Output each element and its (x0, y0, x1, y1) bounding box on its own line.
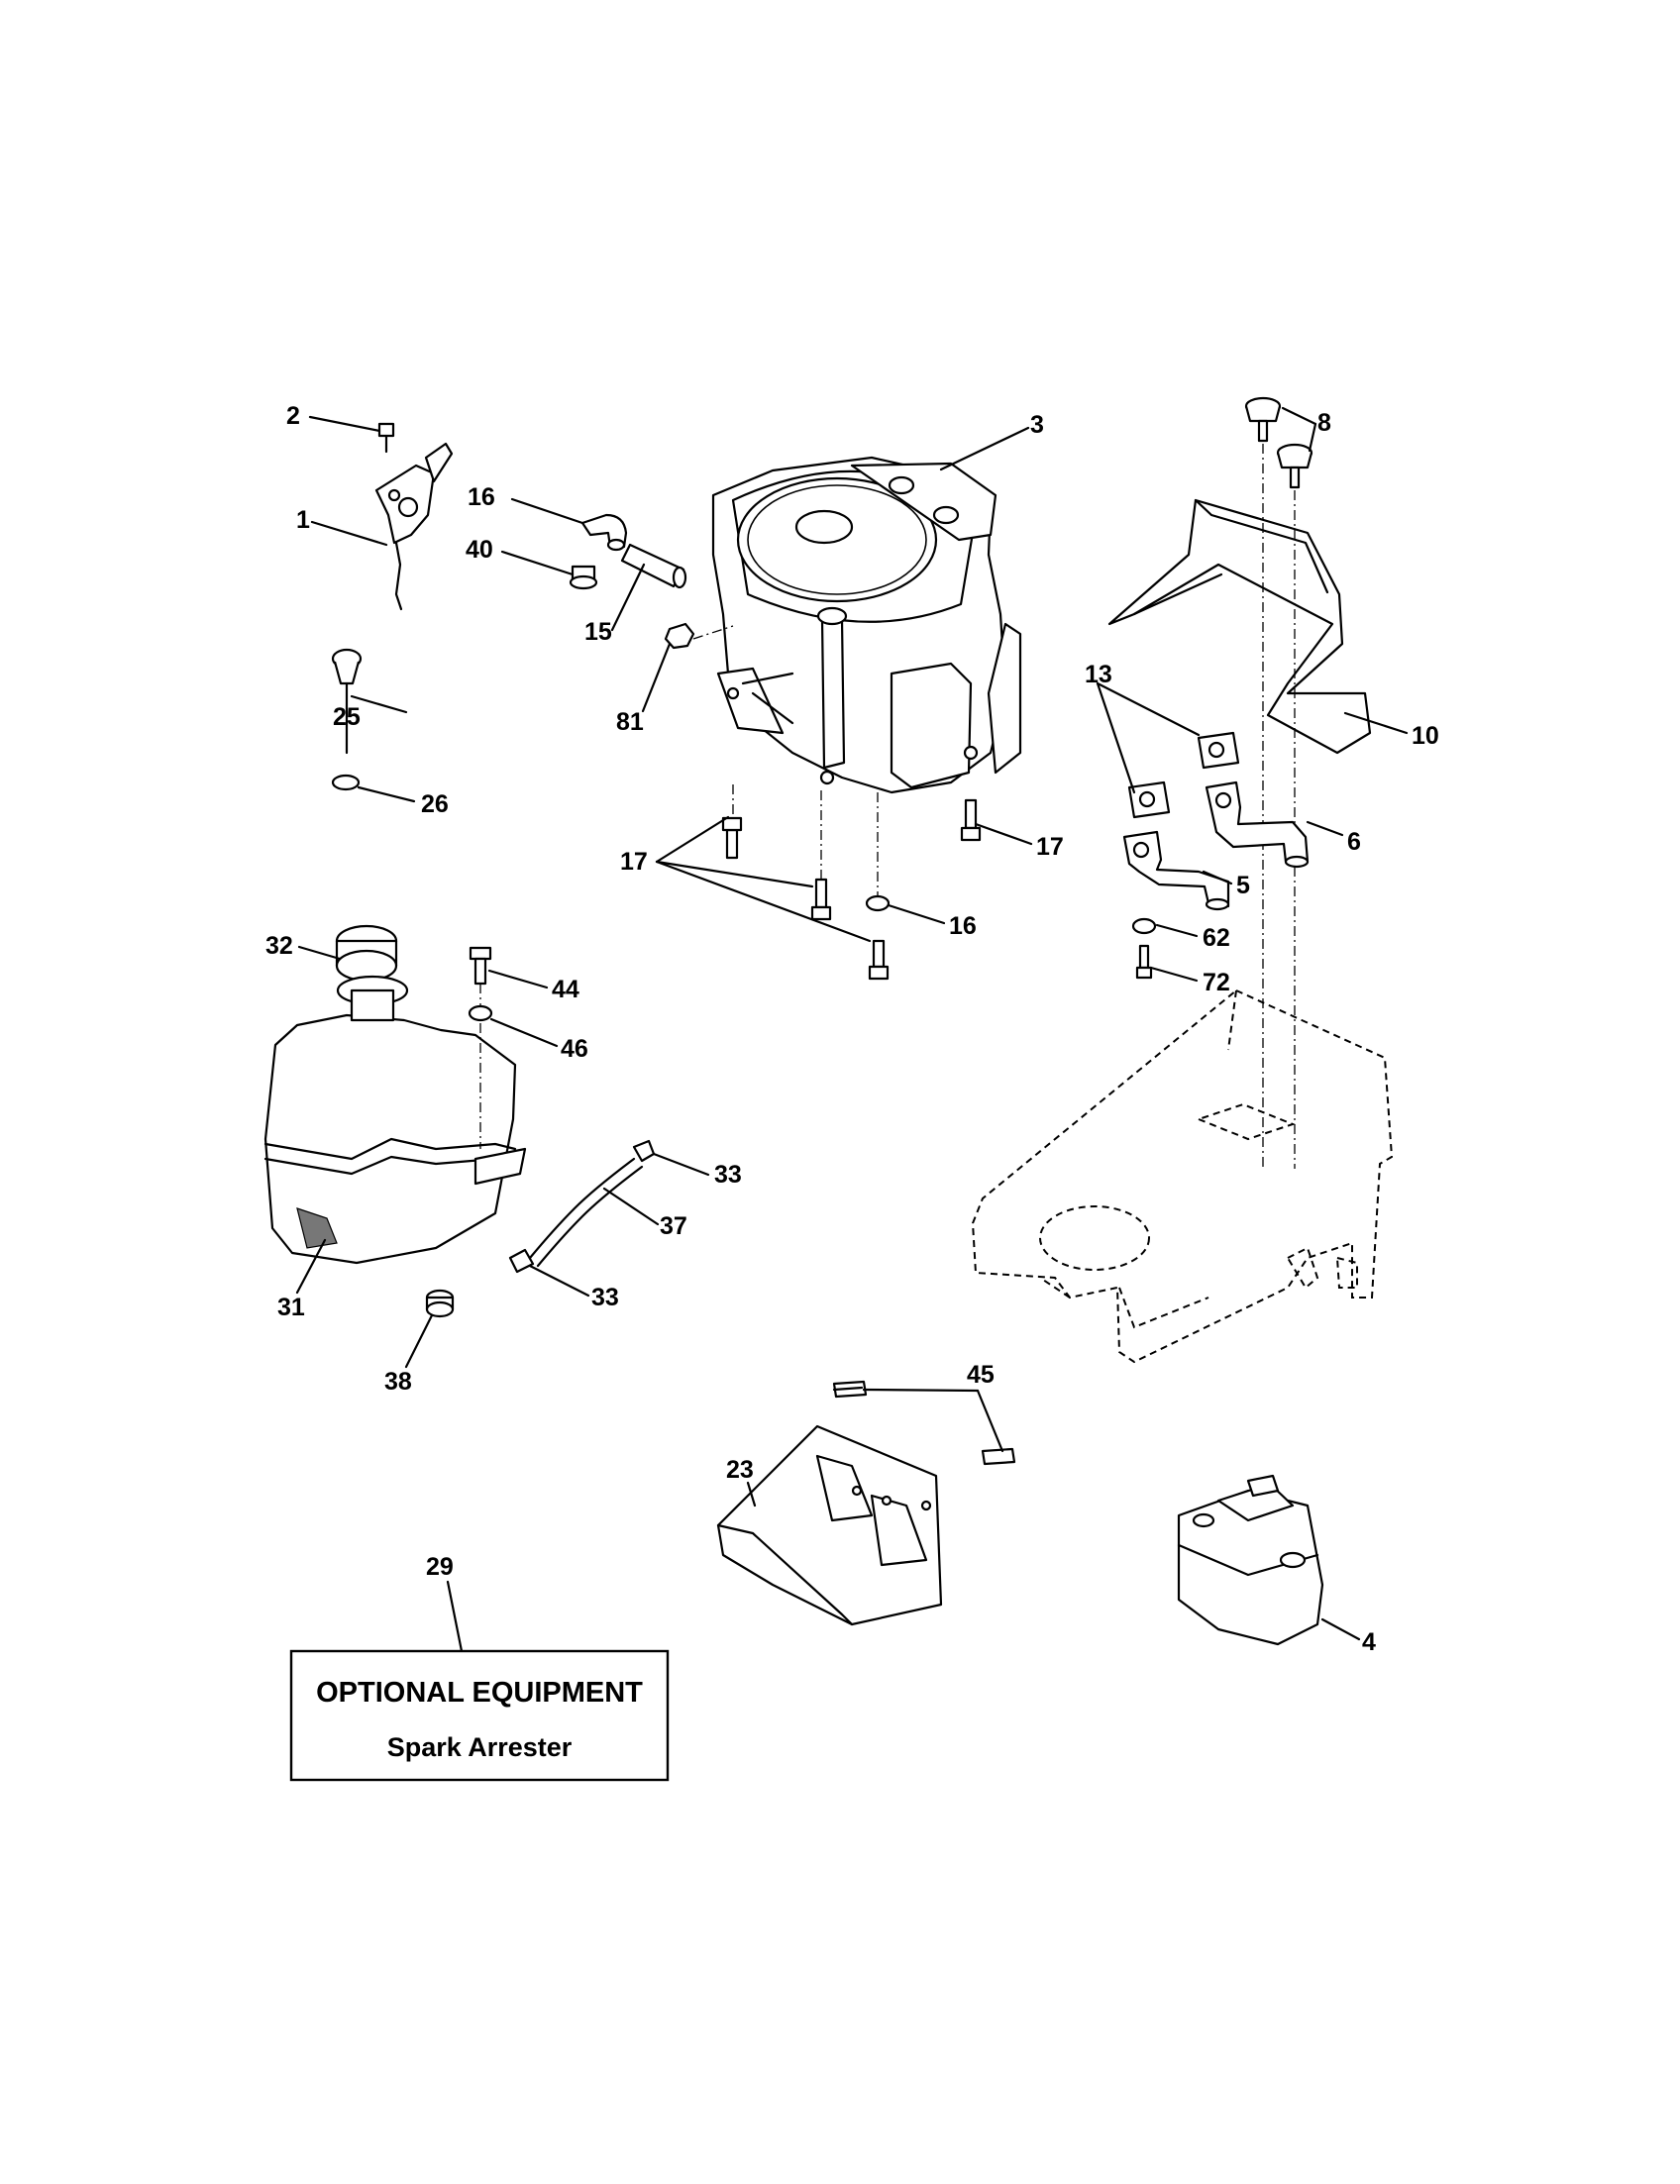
callout-46: 46 (561, 1035, 588, 1063)
callout-37: 37 (660, 1212, 687, 1240)
callout-44: 44 (552, 976, 579, 1003)
bolt-part (960, 798, 982, 842)
pipe-part (620, 543, 687, 589)
optional-equipment-box: OPTIONAL EQUIPMENT Spark Arrester (289, 1649, 670, 1782)
callout-17-left: 17 (620, 848, 648, 876)
bolt-part (721, 784, 743, 860)
heat-shield-part (1107, 498, 1372, 755)
grommet-part (425, 1289, 455, 1318)
callout-3: 3 (1030, 411, 1044, 439)
bolt-part (868, 939, 890, 981)
washer-part (865, 792, 891, 912)
exhaust-pipe-part (1122, 830, 1230, 911)
callout-25: 25 (333, 703, 361, 731)
knob-bolt-part (1276, 443, 1313, 489)
plug-part (569, 565, 598, 590)
leader-lines (295, 406, 1409, 1653)
washer-part (331, 774, 361, 791)
washer-part (468, 1004, 493, 1022)
optional-equipment-title: OPTIONAL EQUIPMENT (316, 1677, 643, 1709)
hose-clamp-part (632, 1139, 656, 1163)
exhaust-pipe-part (1205, 780, 1310, 869)
callout-72: 72 (1203, 969, 1230, 996)
elbow-fitting-part (580, 513, 628, 552)
gasket-part (1127, 780, 1171, 819)
callout-33-bottom: 33 (591, 1284, 619, 1311)
callout-5: 5 (1236, 872, 1250, 899)
callout-2: 2 (286, 402, 300, 430)
throttle-control-part (374, 442, 454, 611)
callout-23: 23 (726, 1456, 754, 1484)
callout-45: 45 (967, 1361, 995, 1389)
callout-62: 62 (1203, 924, 1230, 952)
callout-16: 16 (949, 912, 977, 940)
callout-32: 32 (265, 932, 293, 960)
washer-part (1131, 917, 1157, 935)
callout-1: 1 (296, 506, 310, 534)
optional-equipment-subtitle: Spark Arrester (387, 1732, 573, 1762)
screw-part (981, 1447, 1016, 1466)
screw-part (832, 1380, 868, 1399)
oil-drain-part (331, 648, 363, 755)
bolt-part (1135, 944, 1153, 980)
callout-81: 81 (616, 708, 644, 736)
fuel-cap-part (335, 924, 398, 983)
callout-13: 13 (1085, 661, 1112, 688)
hose-clamp-part (508, 1248, 535, 1274)
callout-15: 16 (468, 483, 495, 511)
callout-labels: 2 1 3 16 40 15 81 8 10 13 6 5 25 26 62 7… (265, 402, 1439, 1656)
callout-6: 6 (1347, 828, 1361, 856)
callout-29: 29 (426, 1553, 454, 1581)
callout-40: 38 (384, 1368, 412, 1396)
callout-33-top: 33 (714, 1161, 742, 1189)
callout-17-right: 17 (1036, 833, 1064, 861)
muffler-part (1177, 1474, 1324, 1646)
knob-bolt-part (1244, 396, 1282, 443)
callout-31: 31 (277, 1294, 305, 1321)
fuel-tank-part (263, 975, 527, 1265)
bolt-part (810, 790, 832, 921)
callout-26: 26 (421, 790, 449, 818)
callout-4: 4 (1362, 1628, 1376, 1656)
callout-8: 8 (1317, 409, 1331, 437)
heat-shield-plate-part (716, 1424, 943, 1626)
callout-10: 10 (1412, 722, 1439, 750)
nut-part (664, 622, 734, 650)
gasket-part (1197, 731, 1240, 770)
screw-part (377, 422, 395, 454)
fuel-line-part (528, 1157, 644, 1268)
engine-part (711, 456, 1022, 794)
callout-38: 40 (466, 536, 493, 564)
callout-14: 15 (584, 618, 612, 646)
frame-outline (971, 988, 1394, 1364)
